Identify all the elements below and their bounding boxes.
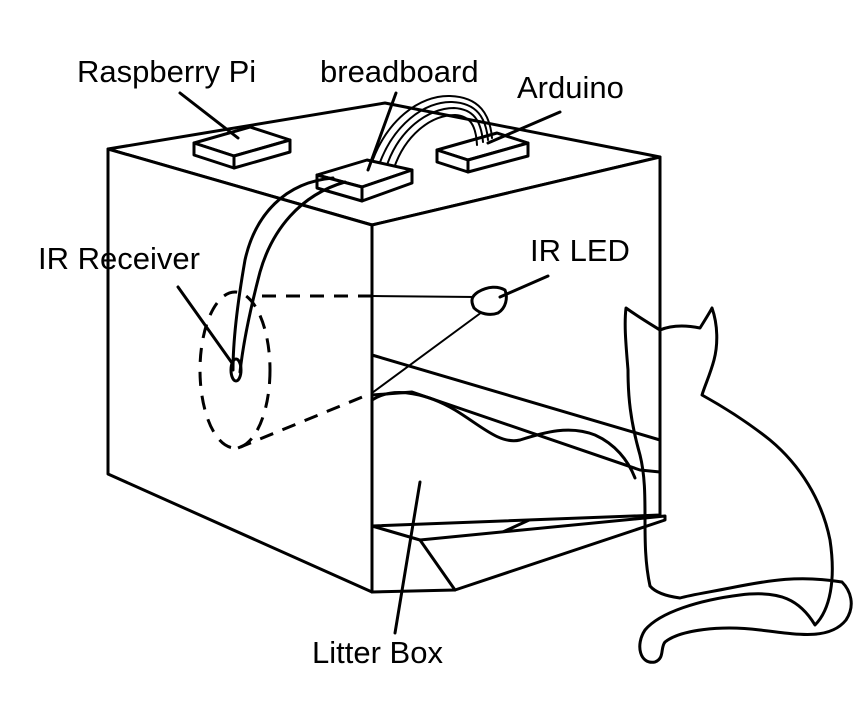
- wires-breadboard-to-arduino: [369, 94, 493, 169]
- ir-receiver: [198, 290, 272, 450]
- breadboard: [315, 158, 414, 203]
- ir-receiver-lens: [229, 357, 243, 383]
- ir-beam: [237, 294, 483, 450]
- leader-ir-receiver: [176, 285, 234, 365]
- wires-breadboard-to-receiver: [231, 176, 347, 374]
- tray-lip-edge: [418, 538, 457, 592]
- cat-silhouette: [623, 306, 853, 664]
- raspberry-pi-board: [192, 125, 292, 170]
- leader-ir-led: [498, 274, 550, 299]
- label-raspberry-pi: Raspberry Pi: [77, 54, 256, 89]
- leader-litter-box: [393, 480, 422, 635]
- litter-surface: [370, 391, 637, 480]
- label-arduino: Arduino: [517, 70, 624, 105]
- labels: Raspberry Pi breadboard Arduino IR Recei…: [38, 54, 630, 670]
- label-ir-receiver: IR Receiver: [38, 241, 200, 276]
- label-breadboard: breadboard: [320, 54, 479, 89]
- label-litter-box: Litter Box: [312, 635, 443, 670]
- leader-lines: [176, 91, 562, 635]
- ir-receiver-range: [198, 290, 272, 450]
- label-ir-led: IR LED: [530, 233, 630, 268]
- leader-raspberry-pi: [178, 91, 240, 140]
- litter-tray: [370, 353, 667, 594]
- leader-breadboard: [366, 91, 398, 172]
- leader-arduino: [486, 110, 562, 145]
- ir-led: [470, 285, 508, 316]
